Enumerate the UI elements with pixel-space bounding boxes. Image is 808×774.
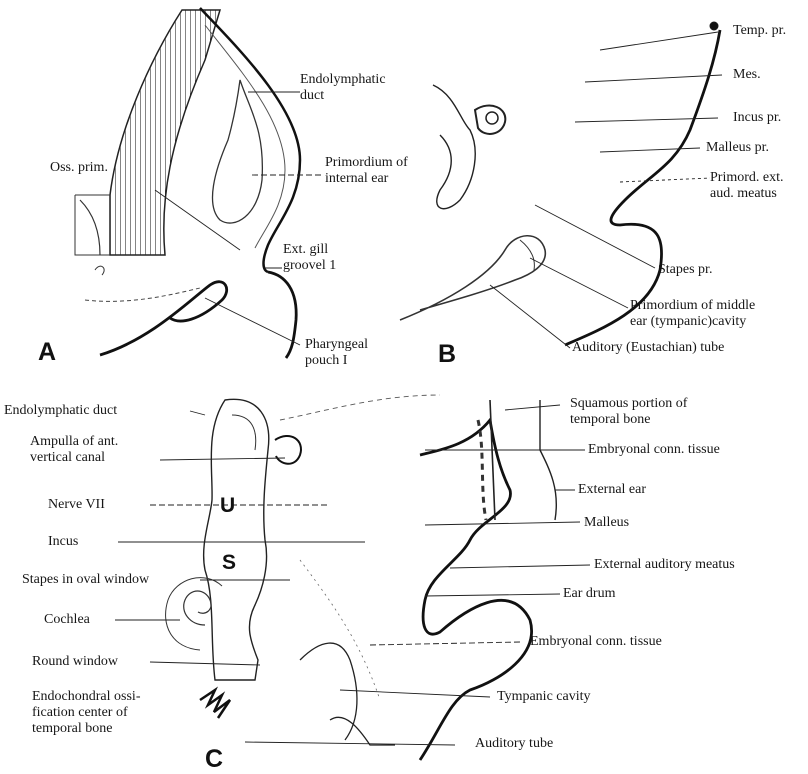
label-round-window: Round window <box>32 654 118 670</box>
cochlea-spiral <box>184 591 211 625</box>
label-endochondral: Endochondral ossi- fication center of te… <box>32 689 140 737</box>
label-ear-drum: Ear drum <box>563 586 615 602</box>
ossification-center <box>200 690 230 718</box>
label-mes: Mes. <box>733 67 761 83</box>
label-stapes-pr: Stapes pr. <box>658 262 712 278</box>
oss-prim-structure <box>110 10 220 255</box>
label-primordium-middle-ear: Primordium of middle ear (tympanic)cavit… <box>630 298 755 330</box>
label-cochlea: Cochlea <box>44 612 90 628</box>
inner-ear-vesicle-b <box>433 85 475 209</box>
panel-label-a: A <box>38 338 56 367</box>
label-embryonal-conn-tissue-bottom: Embryonal conn. tissue <box>530 634 662 650</box>
pharyngeal-pouch-outline <box>100 282 227 355</box>
label-malleus-pr: Malleus pr. <box>706 140 769 156</box>
label-temp-pr: Temp. pr. <box>733 23 786 39</box>
label-embryonal-conn-tissue-top: Embryonal conn. tissue <box>588 442 720 458</box>
tubotympanic-recess <box>400 236 545 320</box>
label-squamous: Squamous portion of temporal bone <box>570 396 687 428</box>
label-tympanic-cavity: Tympanic cavity <box>497 689 591 705</box>
panel-label-b: B <box>438 340 456 369</box>
external-ear-outline <box>420 420 532 760</box>
label-pharyngeal-pouch: Pharyngeal pouch I <box>305 337 368 369</box>
ext-gill-groove <box>268 272 296 358</box>
panel-label-c: C <box>205 745 223 774</box>
panel-c-drawing <box>115 395 590 760</box>
label-ext-gill-groove: Ext. gill groovel 1 <box>283 242 336 274</box>
label-ampulla: Ampulla of ant. vertical canal <box>30 434 118 466</box>
membranous-labyrinth <box>204 399 269 680</box>
label-external-ear: External ear <box>578 482 646 498</box>
otic-vesicle <box>212 80 262 223</box>
label-malleus: Malleus <box>584 515 629 531</box>
label-stapes-oval-window: Stapes in oval window <box>22 572 149 588</box>
label-s-saccule: S <box>222 551 236 575</box>
label-auditory-eustachian-tube: Auditory (Eustachian) tube <box>572 340 724 356</box>
label-nerve-vii: Nerve VII <box>48 497 105 513</box>
label-external-auditory-meatus: External auditory meatus <box>594 557 735 573</box>
panel-a-drawing <box>75 8 322 358</box>
label-endolymphatic-duct-c: Endolymphatic duct <box>4 403 117 419</box>
label-u-utricle: U <box>220 494 235 518</box>
label-incus: Incus <box>48 534 78 550</box>
label-primord-ext-aud-meatus: Primord. ext. aud. meatus <box>710 170 784 202</box>
label-auditory-tube: Auditory tube <box>475 736 553 752</box>
label-oss-prim: Oss. prim. <box>50 160 108 176</box>
label-endolymphatic-duct-a: Endolymphatic duct <box>300 72 386 104</box>
label-primordium-internal-ear: Primordium of internal ear <box>325 155 408 187</box>
label-incus-pr: Incus pr. <box>733 110 781 126</box>
